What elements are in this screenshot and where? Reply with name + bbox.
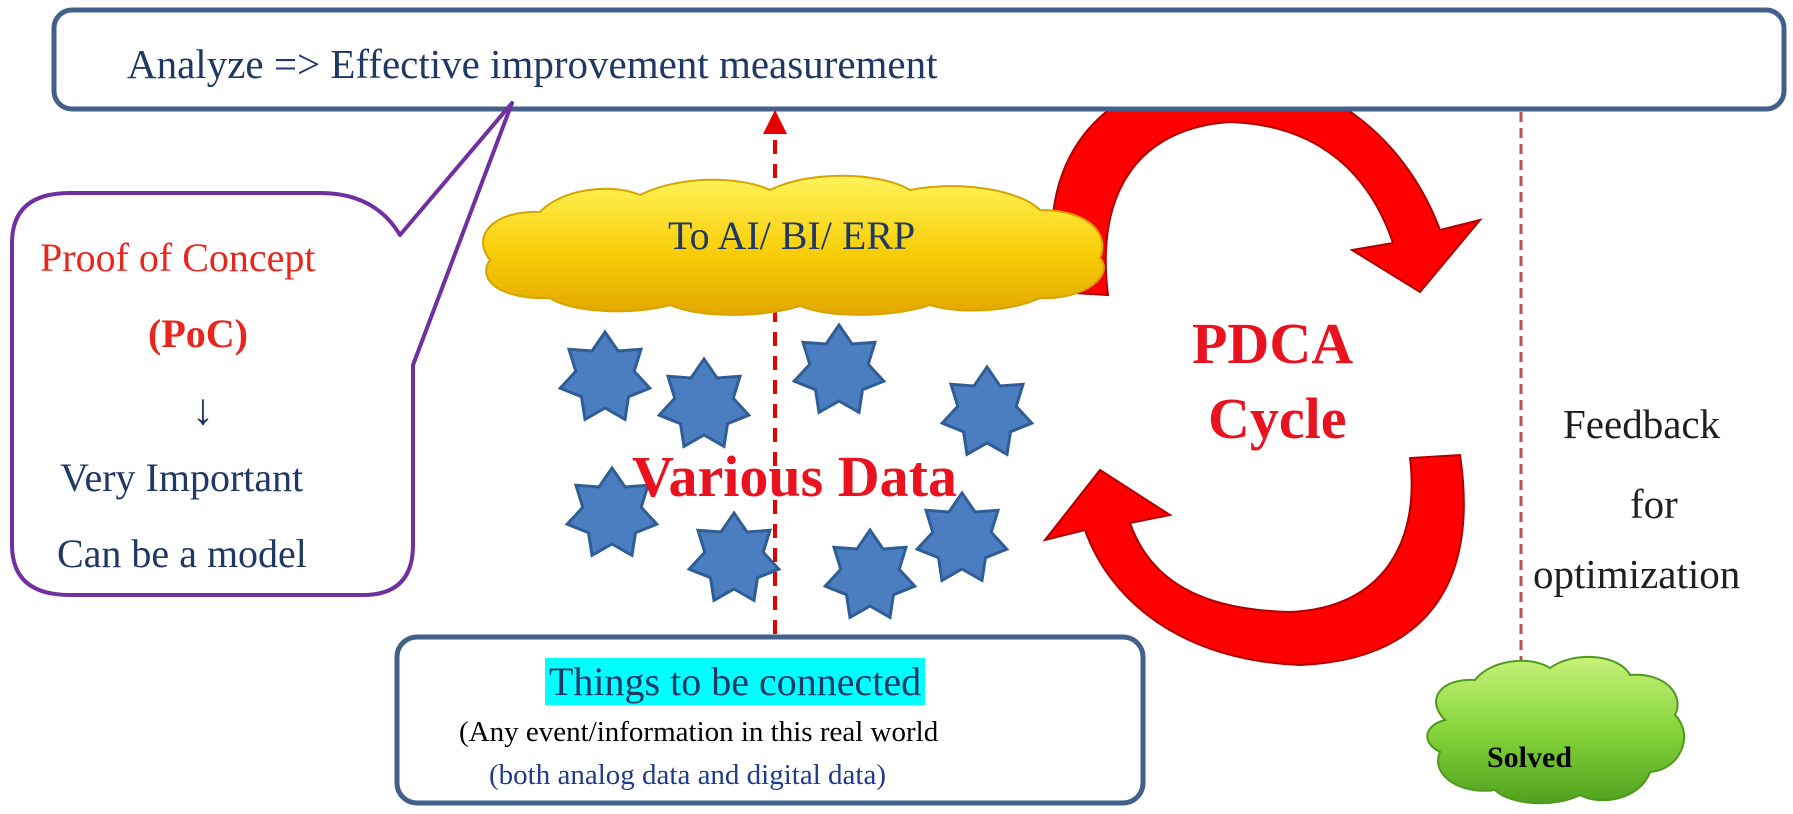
things-subtitle-2: (both analog data and digital data) [489, 759, 886, 791]
analyze-label: Analyze => Effective improvement measure… [127, 41, 938, 87]
data-star-5 [564, 465, 660, 558]
poc-callout [10, 101, 514, 597]
various-data-stars [557, 322, 1035, 620]
things-subtitle: (Any event/information in this real worl… [459, 716, 939, 748]
down-arrow-icon: ↓ [192, 385, 214, 434]
poc-model-text: Can be a model [57, 531, 307, 576]
analyze-box [51, 7, 1787, 112]
poc-important-text: Very Important [60, 455, 304, 500]
poc-abbrev: (PoC) [148, 311, 248, 356]
solved-cloud [1426, 655, 1686, 805]
pdca-label: PDCA [1192, 311, 1354, 376]
pdca-bottom-arrow [1042, 453, 1465, 667]
solved-label: Solved [1487, 741, 1573, 774]
data-star-3 [791, 322, 887, 415]
data-star-7 [822, 527, 918, 620]
data-star-2 [656, 356, 752, 449]
cloud-label: To AI/ BI/ ERP [668, 213, 916, 258]
data-star-6 [686, 510, 782, 603]
data-star-1 [557, 329, 653, 422]
ai-bi-erp-cloud [482, 174, 1105, 316]
things-title: Things to be connected [545, 658, 926, 705]
poc-title: Proof of Concept [40, 235, 316, 280]
data-star-4 [939, 364, 1035, 457]
feedback-optimization-label: optimization [1533, 551, 1741, 597]
feedback-for-label: for [1630, 481, 1678, 527]
various-data-label: Various Data [632, 444, 957, 509]
data-star-8 [914, 490, 1010, 583]
pdca-cycle-label: Cycle [1208, 386, 1347, 451]
feedback-label: Feedback [1563, 401, 1721, 447]
